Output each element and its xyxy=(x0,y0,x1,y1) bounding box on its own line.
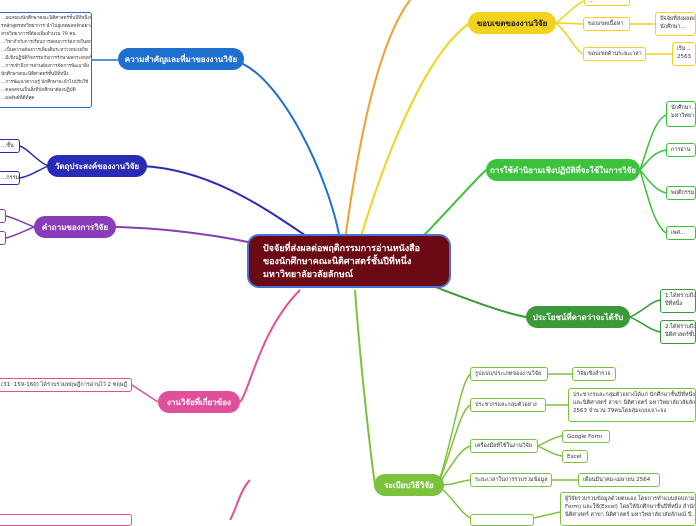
method-data-collection[interactable] xyxy=(470,514,534,526)
method-tools[interactable]: เครื่องมือที่ใช้ในงานวิจัย xyxy=(470,439,538,453)
benefit-item-1[interactable]: 1.ได้ทราบถึง... ปีที่หนึ่ง xyxy=(660,289,696,313)
definition-item-3[interactable]: พฤติกรรม... xyxy=(666,186,696,200)
central-topic[interactable]: ปัจจัยที่ส่งผลต่อพฤติกรรมการอ่านหนังสือข… xyxy=(247,234,451,288)
scope-item-2-detail[interactable]: ปัจจัยที่ส่งผลต่อ... นักศึกษา... xyxy=(655,12,696,36)
method-period-detail[interactable]: เดือนมีนาคม-เมษายน 2564 xyxy=(578,473,660,487)
method-tools-excel[interactable]: Excel xyxy=(562,450,588,463)
scope-item-1[interactable]: ... xyxy=(584,0,630,6)
method-population[interactable]: ประชากรและกลุ่มตัวอย่าง xyxy=(470,398,546,412)
scope-item-3-detail[interactable]: เริ่ม... 2563 xyxy=(672,42,696,66)
definition-item-2[interactable]: การอ่าน xyxy=(666,143,696,157)
objective-item-1[interactable]: ...ชั้น xyxy=(0,139,20,153)
objective-item-2[interactable]: ...กรรม xyxy=(0,171,20,185)
definition-item-1[interactable]: นักศึกษา... มหาวิทยาลัย... xyxy=(666,101,696,127)
method-type-detail[interactable]: วิจัยเชิงสำรวจ xyxy=(572,367,616,381)
branch-research-question[interactable]: คำถามของการวิจัย xyxy=(34,216,116,238)
benefit-item-2[interactable]: 2.ได้ทราบถึง... นิติศาสตร์ชั้นปี... xyxy=(660,320,696,344)
branch-related-research[interactable]: งานวิจัยที่เกี่ยวข้อง xyxy=(158,391,240,413)
question-item-1[interactable] xyxy=(0,209,6,223)
method-data-collection-detail[interactable]: ผู้วิจัยรวบรวมข้อมูลด้วยตนเอง โดยการทำแบ… xyxy=(560,492,696,526)
branch-methodology[interactable]: ระเบียบวิธีวิจัย xyxy=(374,474,444,496)
method-type[interactable]: รูปแบบ/ประเภทของงานวิจัย xyxy=(470,367,548,381)
scope-item-3[interactable]: ขอบเขตด้านระยะเวลา xyxy=(583,47,646,61)
branch-definitions[interactable]: การใช้คำนิยามเชิงปฏิบัติที่จะใช้ในการวิจ… xyxy=(486,159,640,181)
definition-item-4[interactable]: เพศ... xyxy=(666,226,696,240)
scope-item-2[interactable]: ขอบเขตเนื้อหา xyxy=(583,17,630,31)
branch-importance[interactable]: ความสำคัญและที่มาของงานวิจัย xyxy=(118,48,244,70)
branch-objective[interactable]: วัตถุประสงค์ของงานวิจัย xyxy=(47,155,147,177)
branch-scope[interactable]: ขอบเขตของงานวิจัย xyxy=(468,12,556,34)
branch-benefits[interactable]: ประโยชน์ที่คาดว่าจะได้รับ xyxy=(526,306,630,328)
method-population-detail[interactable]: ประชากรและกลุ่มตัวอย่างได้แก่ นักศึกษาชั… xyxy=(568,388,696,422)
related-item-2[interactable] xyxy=(0,514,132,526)
related-item-1[interactable]: (31: 159-160) ได้รวบรวมทฤษฎีการอ่านไว้ 2… xyxy=(0,378,132,392)
importance-detail[interactable]: ...มผลของนักศึกษาคณะนิติศาสตร์ชั้นปีที่ห… xyxy=(0,12,92,108)
method-period[interactable]: ระยะเวลาในการรวบรวมข้อมูล xyxy=(470,473,552,487)
question-item-2[interactable] xyxy=(0,231,6,245)
method-tools-google-form[interactable]: Google Form xyxy=(562,430,610,443)
